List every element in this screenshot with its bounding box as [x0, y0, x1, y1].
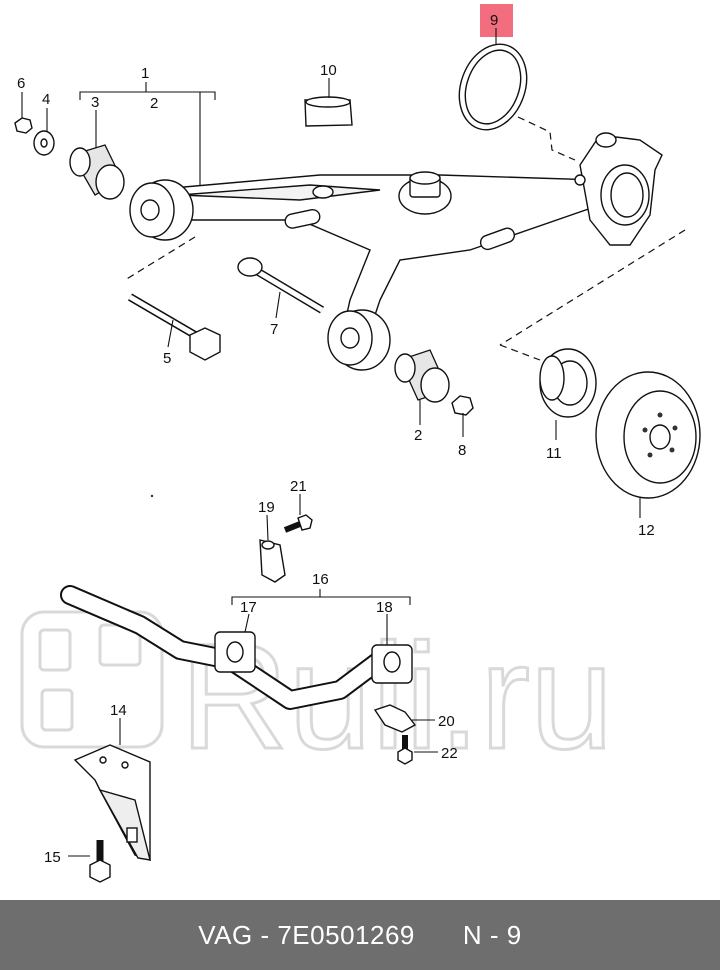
position-label: N - 9 [462, 919, 522, 950]
wheel-bearing-housing [574, 132, 663, 246]
washer-4 [33, 130, 55, 156]
group-1-bracket [79, 91, 216, 100]
bolt-15 [89, 840, 111, 883]
bracket-14 [73, 744, 151, 861]
cap-part [304, 96, 353, 127]
callout-8: 8 [458, 442, 466, 459]
callout-21: 21 [290, 478, 307, 495]
wheel-hub [539, 348, 597, 418]
leader-lines [21, 28, 641, 857]
callout-3: 3 [91, 94, 99, 111]
clamp-20 [373, 704, 417, 733]
callout-11: 11 [546, 445, 562, 462]
callout-15: 15 [44, 849, 61, 866]
callout-14: 14 [110, 702, 127, 719]
clamp-19 [259, 539, 286, 583]
callout-10: 10 [320, 62, 337, 79]
loose-bushing-3 [69, 144, 125, 200]
callout-7: 7 [270, 321, 278, 338]
callout-12: 12 [638, 522, 655, 539]
callout-20: 20 [438, 713, 455, 730]
brake-disc [595, 371, 701, 499]
bolt-21 [283, 514, 313, 533]
callout-9: 9 [490, 12, 498, 29]
parts-diagram: Ruli.ru [14, 4, 701, 883]
stray-dot [150, 494, 154, 498]
nut-6 [14, 117, 33, 134]
group-16-bracket [231, 596, 411, 605]
loose-bushing-2 [394, 349, 450, 403]
arm-rear-bushing [327, 309, 391, 371]
callout-5: 5 [163, 350, 171, 367]
callout-16: 16 [312, 571, 329, 588]
callout-2-upper: 2 [150, 95, 158, 112]
lower-control-arm [148, 171, 601, 346]
callout-4: 4 [42, 91, 50, 108]
arm-front-bushing [129, 179, 194, 241]
bolt-5 [127, 293, 221, 361]
callout-17: 17 [240, 599, 257, 616]
callout-2-lower: 2 [414, 427, 422, 444]
bolt-7 [237, 257, 325, 314]
nut-8 [451, 395, 474, 416]
retaining-ring [458, 43, 528, 131]
part-number-footer: VAG - 7E0501269 N - 9 [0, 900, 720, 970]
stabilizer-bushing-18 [371, 644, 413, 684]
stabilizer-bushing-17 [214, 631, 256, 673]
callout-18: 18 [376, 599, 393, 616]
callout-6: 6 [17, 75, 25, 92]
callout-1: 1 [141, 65, 149, 82]
part-label: VAG - 7E0501269 [198, 919, 415, 950]
guide-lines [124, 116, 686, 361]
bolt-22 [397, 735, 413, 765]
callout-22: 22 [441, 745, 458, 762]
callout-19: 19 [258, 499, 275, 516]
